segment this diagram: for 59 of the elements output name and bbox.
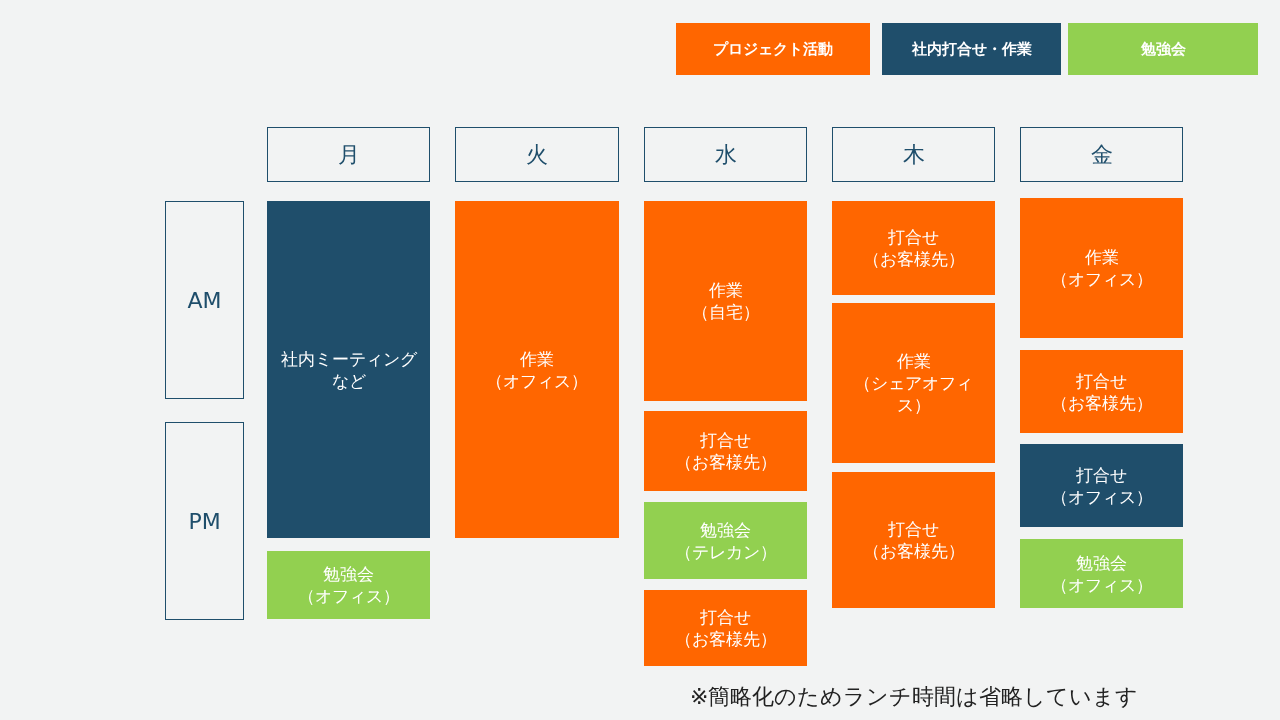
block-text: AM xyxy=(187,286,222,315)
block-text: 木 xyxy=(902,141,925,169)
day-header xyxy=(644,127,807,182)
activity-block xyxy=(455,201,619,538)
block-text: 作業 xyxy=(520,347,554,370)
block-text: 打合せ xyxy=(1076,369,1127,392)
block-text: （お客様先） xyxy=(1050,391,1153,414)
block-text: （オフィス） xyxy=(1050,485,1153,508)
block-text: 作業 xyxy=(1084,246,1119,268)
block-text: （お客様先） xyxy=(674,628,777,650)
legend-swatch: プロジェクト活動 xyxy=(676,23,870,75)
block-text: 勉強会 xyxy=(323,563,374,585)
block-text: 打合せ xyxy=(888,226,939,248)
block-text: 打合せ xyxy=(1076,463,1127,486)
block-text: 勉強会 xyxy=(1076,551,1127,574)
block-text: PM xyxy=(188,507,221,536)
day-header xyxy=(455,127,619,182)
day-header xyxy=(267,127,430,182)
block-text: 金 xyxy=(1090,141,1113,169)
block-text: 打合せ xyxy=(888,518,939,540)
activity-block xyxy=(1020,539,1183,608)
activity-block xyxy=(644,590,807,666)
block-text: （お客様先） xyxy=(862,540,965,562)
block-text: 打合せ xyxy=(700,429,751,451)
time-slot-box xyxy=(165,201,244,399)
activity-block xyxy=(267,551,430,619)
day-header xyxy=(832,127,995,182)
block-text: （オフィス） xyxy=(486,369,588,392)
block-text: （お客様先） xyxy=(674,451,777,473)
day-header xyxy=(1020,127,1183,182)
time-slot-box xyxy=(165,422,244,620)
block-text: 作業 xyxy=(708,279,743,301)
activity-block xyxy=(832,201,995,295)
block-text: （お客様先） xyxy=(862,248,965,270)
activity-block xyxy=(644,411,807,491)
activity-block xyxy=(644,201,807,401)
legend-swatch: 勉強会 xyxy=(1068,23,1258,75)
block-text: 水 xyxy=(714,141,737,169)
block-text: 作業 xyxy=(896,350,931,372)
activity-block xyxy=(1020,350,1183,433)
block-text: （テレカン） xyxy=(674,540,777,563)
block-text: 社内ミーティングなど xyxy=(279,347,418,392)
activity-block xyxy=(644,502,807,579)
block-text: （オフィス） xyxy=(297,585,400,607)
block-text: （オフィス） xyxy=(1050,573,1153,596)
block-text: （シェアオフィス） xyxy=(853,372,974,416)
note-text: ※簡略化のためランチ時間は省略しています xyxy=(690,683,1140,711)
activity-block xyxy=(267,201,430,538)
activity-block xyxy=(832,472,995,608)
block-text: （自宅） xyxy=(691,301,760,323)
activity-block xyxy=(832,303,995,463)
block-text: （オフィス） xyxy=(1050,268,1153,290)
activity-block xyxy=(1020,444,1183,527)
block-text: 打合せ xyxy=(700,606,751,628)
block-text: 火 xyxy=(526,141,548,169)
block-text: 勉強会 xyxy=(700,518,751,541)
activity-block xyxy=(1020,198,1183,338)
legend-swatch: 社内打合せ・作業 xyxy=(882,23,1061,75)
block-text: 月 xyxy=(337,141,360,169)
